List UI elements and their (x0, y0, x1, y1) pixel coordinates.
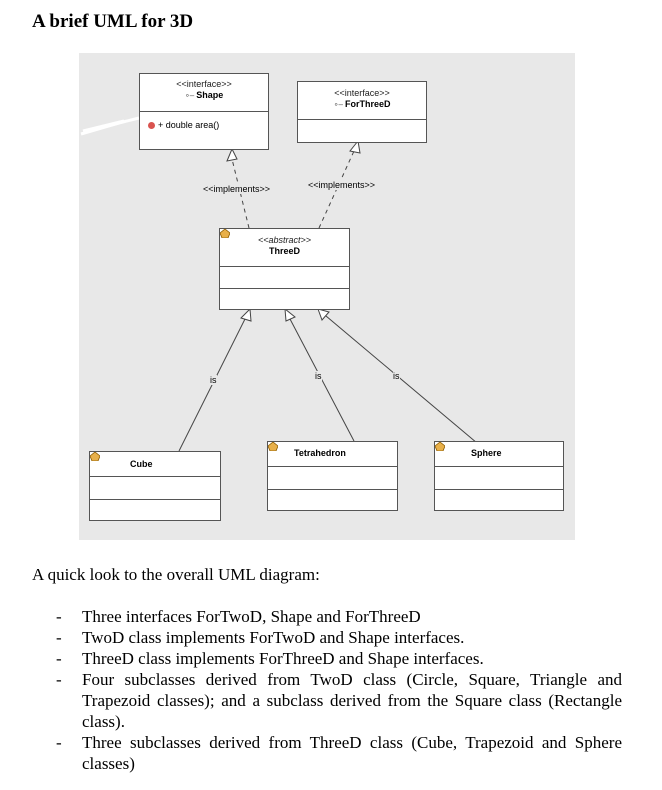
interface-icon: ∘– (184, 91, 195, 100)
implements-arrowhead-forthreed (349, 139, 361, 154)
bullet-item: TwoD class implements ForTwoD and Shape … (52, 627, 622, 648)
shape-class-name: Shape (196, 90, 224, 100)
is-label-cube: is (210, 375, 217, 385)
is-line-sphere (325, 315, 478, 444)
forthreed-interface-box[interactable]: <<interface>> ∘–ForThreeD (297, 81, 427, 143)
forthreed-class-name: ForThreeD (344, 99, 391, 109)
sphere-class-box[interactable]: Sphere (434, 441, 564, 511)
is-arrowhead-tetrahedron (284, 307, 296, 322)
bullet-item: Three interfaces ForTwoD, Shape and ForT… (52, 606, 622, 627)
tetrahedron-class-box[interactable]: Tetrahedron (267, 441, 398, 511)
tetrahedron-class-name: Tetrahedron (294, 448, 346, 458)
bullet-list: Three interfaces ForTwoD, Shape and ForT… (52, 606, 622, 774)
threed-abstract-box[interactable]: <<abstract>> ThreeD (219, 228, 350, 310)
threed-stereotype: <<abstract>> (257, 235, 312, 245)
scratch-mark (80, 116, 140, 136)
is-label-tetrahedron: is (315, 371, 322, 381)
shape-method-area: + double area() (158, 120, 220, 130)
class-icon (268, 442, 278, 451)
forthreed-stereotype: <<interface>> (334, 88, 390, 98)
bullet-item: ThreeD class implements ForThreeD and Sh… (52, 648, 622, 669)
is-arrowhead-sphere (317, 308, 330, 321)
bullet-item: Three subclasses derived from ThreeD cla… (52, 732, 622, 774)
public-method-icon (148, 121, 155, 129)
cube-class-name: Cube (130, 459, 153, 469)
class-icon (220, 229, 230, 238)
intro-text: A quick look to the overall UML diagram: (32, 565, 320, 584)
shape-interface-box[interactable]: <<interface>> ∘–Shape + double area() (139, 73, 269, 150)
implements-arrowhead-shape (226, 147, 238, 162)
shape-stereotype: <<interface>> (176, 79, 232, 89)
bullet-item: Four subclasses derived from TwoD class … (52, 669, 622, 732)
threed-class-name: ThreeD (268, 246, 300, 256)
sphere-class-name: Sphere (471, 448, 502, 458)
page-title: A brief UML for 3D (32, 11, 194, 32)
is-arrowhead-cube (240, 307, 252, 322)
is-line-tetrahedron (289, 318, 355, 442)
class-icon (435, 442, 445, 451)
implements-label-shape: <<implements>> (203, 184, 271, 194)
class-icon (90, 452, 100, 461)
interface-icon: ∘– (333, 100, 343, 109)
is-line-cube (178, 318, 246, 452)
is-label-sphere: is (393, 371, 400, 381)
shape-method-row: + double area() (140, 119, 268, 131)
cube-class-box[interactable]: Cube (89, 451, 221, 521)
implements-label-forthreed: <<implements>> (308, 180, 376, 190)
uml-diagram: <<interface>> ∘–Shape + double area() <<… (79, 53, 575, 540)
